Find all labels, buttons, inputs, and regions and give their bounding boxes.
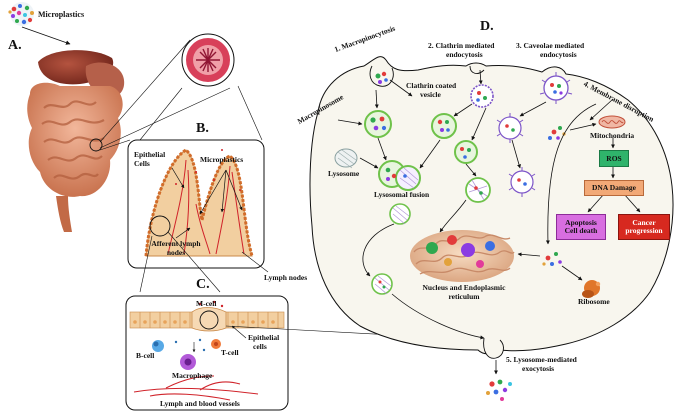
step3-label-1: 3. Caveolae mediated	[516, 41, 585, 50]
apoptosis-label-2: Cell death	[564, 226, 598, 235]
caveolae-vesicle	[539, 72, 573, 104]
epithelial-cells-c-label-1: Epithelial	[248, 333, 280, 342]
epithelial-cells-c-label-2: cells	[253, 342, 267, 351]
epithelial-cells-label-2: Cells	[134, 159, 150, 168]
lysosome-label: Lysosome	[328, 169, 360, 178]
clathrin-vesicle-label-1: Clathrin coated	[406, 81, 457, 90]
step2-label-1: 2. Clathrin mediated	[428, 41, 495, 50]
exocytosis-vesicle	[371, 273, 393, 295]
arrow-microplastics-to-body	[21, 26, 71, 45]
ros-box: ROS	[599, 150, 629, 167]
epithelial-cells-label-1: Epithelial	[134, 150, 166, 159]
lymph-nodes-label: Lymph nodes	[264, 273, 308, 282]
epithelial-cell-row	[129, 300, 285, 332]
mitochondria-icon	[598, 115, 626, 129]
caveosome-vesicle	[496, 113, 524, 143]
immune-cells	[152, 338, 221, 370]
lysosome-fusion-vesicle-right	[465, 177, 491, 203]
m-cell-label: M-cell	[196, 299, 217, 308]
ribosome-icon	[582, 280, 601, 298]
panel-d-label: D.	[480, 19, 494, 34]
ribosome-label: Ribosome	[578, 297, 610, 306]
step5-label-1: 5. Lysosome-mediated	[506, 355, 577, 364]
endosome-vesicle-2	[454, 140, 478, 164]
step2-label-2: endocytosis	[446, 50, 483, 59]
panel-b-label: B.	[196, 121, 209, 136]
afferent-lymph-label-1: Afferent lymph	[151, 239, 201, 248]
released-microplastics	[486, 379, 512, 401]
free-microplastic-particles	[542, 126, 566, 266]
microplastics-title: Microplastics	[38, 10, 85, 19]
digestive-system-illustration	[27, 50, 125, 232]
early-endosome-vesicle	[431, 113, 457, 139]
cancer-label-2: progression	[625, 226, 663, 235]
nucleus-er-organelle	[410, 230, 515, 282]
macrophage-label: Macrophage	[172, 371, 213, 380]
microplastics-cluster-icon	[8, 2, 34, 26]
apoptosis-box: Apoptosis Cell death	[556, 214, 606, 240]
t-cell-label: T-cell	[221, 348, 239, 357]
lysosomal-fusion-vesicle	[378, 160, 421, 191]
caveosome-vesicle-2	[508, 167, 536, 197]
clathrin-vesicle-label-2: vesicle	[420, 90, 441, 99]
panel-a-label: A.	[8, 38, 22, 53]
mitochondria-label: Mitochondria	[590, 131, 635, 140]
nucleus-label-2: reticulum	[448, 292, 480, 301]
microplastics-villi-label: Microplastics	[200, 155, 244, 164]
macropinocytosis-particles	[375, 71, 388, 84]
vessels-label: Lymph and blood vessels	[160, 399, 240, 408]
macropinosome-vesicle	[364, 110, 392, 138]
b-cell-label: B-cell	[136, 351, 155, 360]
intestine-cross-section	[181, 33, 235, 87]
clathrin-coated-vesicle	[470, 84, 494, 108]
panel-c-label: C.	[196, 277, 210, 292]
apoptosis-label-1: Apoptosis	[565, 218, 597, 228]
lysosomal-fusion-label: Lysosomal fusion	[374, 190, 430, 199]
lysosome-organelle	[334, 148, 358, 169]
degradation-vesicle	[389, 203, 411, 225]
lymph-blood-vessels	[133, 375, 259, 401]
nucleus-label-1: Nucleus and Endoplasmic	[422, 283, 506, 292]
afferent-lymph-label-2: nodes	[166, 248, 186, 257]
step5-label-2: exocytosis	[522, 364, 555, 373]
cancer-box: Cancer progression	[618, 214, 670, 240]
cancer-label-1: Cancer	[632, 218, 656, 228]
dna-damage-box: DNA Damage	[584, 180, 644, 196]
step3-label-2: endocytosis	[540, 50, 577, 59]
